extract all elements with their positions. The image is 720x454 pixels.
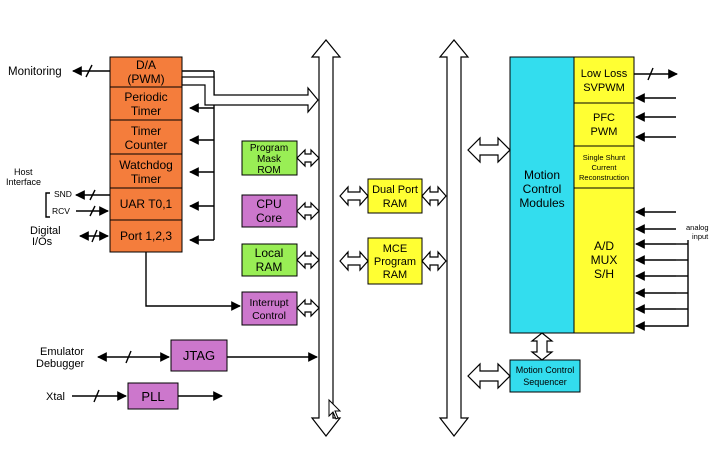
uart-label: UAR T0,1 (120, 197, 173, 211)
counter-label-2: Counter (125, 138, 168, 152)
rom-label-2: Mask (257, 154, 282, 165)
ram-label-1: Local (255, 246, 284, 260)
shunt-label-2: Current (591, 163, 617, 172)
pfc-label-2: PWM (591, 126, 618, 138)
watchdog-timer-block (109, 153, 183, 189)
internal-bus-left (310, 39, 342, 437)
dual-port-ram-block (367, 178, 423, 214)
host-bracket (45, 192, 50, 218)
ram-label-2: RAM (256, 260, 283, 274)
mcm-label-2: Control (523, 182, 562, 196)
pfc-pwm-block (573, 102, 635, 147)
digital-label-1: Digital (30, 225, 61, 237)
svpwm-block (573, 56, 635, 104)
xtal-label: Xtal (46, 391, 65, 403)
jtag-label: JTAG (183, 348, 215, 363)
port-block (109, 219, 183, 253)
mcm-seq-connector (530, 332, 554, 361)
host-label-1: Host (14, 167, 33, 177)
motion-control-sequencer-block (509, 359, 581, 393)
da-label-2: (PWM) (127, 72, 164, 86)
uart-block (109, 187, 183, 221)
shunt-label-3: Reconstruction (579, 173, 629, 182)
interrupt-label-1: Interrupt (249, 297, 288, 309)
seq-label-2: Sequencer (523, 377, 567, 387)
emulator-label-1: Emulator (40, 346, 84, 358)
pll-label: PLL (141, 389, 164, 404)
dualport-label-1: Dual Port (372, 184, 418, 196)
mce-label-1: MCE (383, 243, 407, 255)
cpu-core-block (241, 194, 298, 228)
rom-label-1: Program (250, 143, 288, 154)
jtag-block (170, 339, 228, 372)
snd-label: SND (54, 189, 72, 199)
bus-to-mcm-connector (467, 136, 511, 164)
middle-bus-connectors (296, 148, 320, 318)
interrupt-control-block (241, 291, 298, 326)
internal-bus-right (438, 39, 470, 437)
program-rom-block (241, 140, 298, 176)
single-shunt-block (573, 145, 635, 189)
ram-bus-connectors (339, 185, 447, 272)
mce-program-ram-block (367, 237, 423, 285)
interrupt-label-2: Control (252, 310, 286, 322)
stack-to-bus-arrow (181, 76, 319, 114)
pll-block (127, 382, 179, 410)
mcm-label-1: Motion (524, 168, 560, 182)
ad-label-3: S/H (594, 267, 614, 281)
ad-label-1: A/D (594, 239, 614, 253)
ad-mux-block (573, 187, 635, 334)
rom-label-3: ROM (257, 165, 280, 176)
analog-label-1: analog (686, 223, 709, 232)
watchdog-label-1: Watchdog (119, 158, 173, 172)
ad-label-2: MUX (591, 253, 618, 267)
emulator-label-2: Debugger (36, 358, 85, 370)
cpu-label-1: CPU (256, 197, 281, 211)
counter-label-1: Timer (131, 124, 161, 138)
mce-label-2: Program (374, 256, 416, 268)
port-to-interrupt-line (145, 252, 241, 311)
bus-to-seq-connector (467, 362, 511, 390)
monitoring-label: Monitoring (8, 66, 62, 78)
da-label-1: D/A (136, 58, 156, 72)
pfc-label-1: PFC (593, 112, 615, 124)
analog-label-2: input (692, 232, 709, 241)
mouse-cursor-icon (328, 398, 342, 420)
dualport-label-2: RAM (383, 198, 407, 210)
rcv-label: RCV (52, 206, 70, 216)
periodic-label-1: Periodic (124, 90, 167, 104)
port-label: Port 1,2,3 (120, 229, 172, 243)
cpu-label-2: Core (256, 211, 282, 225)
mcm-label-3: Modules (519, 196, 564, 210)
shunt-label-1: Single Shunt (583, 153, 626, 162)
watchdog-label-2: Timer (131, 172, 161, 186)
svpwm-label-1: Low Loss (581, 68, 628, 80)
seq-label-1: Motion Control (516, 365, 575, 375)
host-label-2: Interface (6, 177, 41, 187)
peripheral-stack (109, 56, 183, 253)
digital-label-2: I/Os (32, 236, 53, 248)
motion-control-modules-block (509, 56, 575, 334)
mce-label-3: RAM (383, 269, 407, 281)
periodic-label-2: Timer (131, 104, 161, 118)
right-external-lines (634, 67, 689, 331)
svpwm-label-2: SVPWM (583, 82, 625, 94)
timer-counter-block (109, 119, 183, 155)
da-pwm-block (109, 56, 183, 88)
